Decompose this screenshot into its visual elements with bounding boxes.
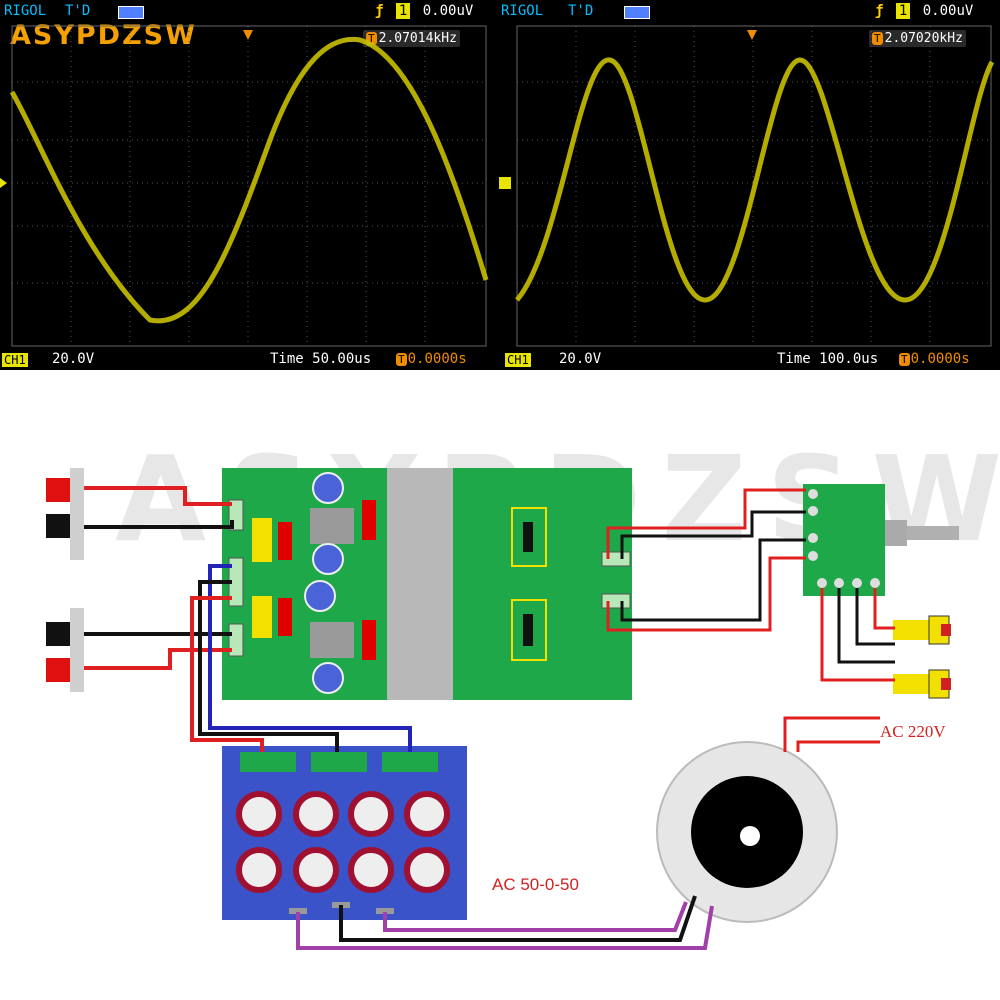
trigger-position-icon	[243, 30, 253, 40]
ch1-badge-icon: 1	[395, 3, 411, 19]
channel-badge: CH1	[2, 353, 28, 367]
trigger-icon: T	[366, 32, 377, 45]
rca-jack-top	[893, 615, 951, 645]
rigol-logo: RIGOL	[4, 3, 47, 19]
trigger-mode: T'D	[65, 3, 91, 19]
mains-wires	[783, 716, 880, 752]
rca-wires	[820, 588, 895, 682]
waveform-left	[9, 36, 489, 324]
rca-jack-bottom	[893, 669, 951, 699]
volts-per-div: 20.0V	[559, 351, 602, 367]
volts-per-div: 20.0V	[52, 351, 95, 367]
rigol-logo: RIGOL	[501, 3, 544, 19]
trigger-level: ƒ 1 0.00uV	[375, 3, 474, 19]
ch1-badge-icon: 1	[895, 3, 911, 19]
scope-graticules	[0, 25, 995, 347]
watermark: ASYPDZSW	[115, 430, 1000, 568]
graticule-right	[516, 25, 992, 347]
trigger-position-icon	[747, 30, 757, 40]
toroidal-transformer	[656, 741, 838, 923]
graticule-left	[11, 25, 487, 347]
grid-left	[12, 26, 485, 345]
trigger-mode: T'D	[568, 3, 594, 19]
power-supply-board	[222, 746, 467, 920]
scope-header: RIGOL T'D ƒ 1 0.00uV	[0, 0, 497, 24]
secondary-wires	[296, 895, 714, 950]
timebase: Time 50.00us	[270, 351, 372, 367]
mains-voltage-label: AC 220V	[880, 722, 946, 741]
battery-icon	[118, 6, 144, 19]
battery-icon	[624, 6, 650, 19]
supply-wires	[190, 564, 412, 752]
trigger-icon: T	[872, 32, 883, 45]
scope-header: RIGOL T'D ƒ 1 0.00uV	[497, 0, 1000, 24]
ch1-marker-icon	[499, 177, 511, 189]
channel-badge: CH1	[505, 353, 531, 367]
supply-voltage-label: AC 50-0-50	[492, 875, 579, 894]
speaker-terminal-top	[46, 468, 84, 560]
timebase: Time 100.0us	[777, 351, 879, 367]
ch1-marker-icon	[0, 178, 7, 188]
trigger-level: ƒ 1 0.00uV	[875, 3, 974, 19]
speaker-terminal-bottom	[46, 608, 84, 692]
waveform-right	[515, 57, 995, 303]
edge-icon: ƒ	[375, 3, 384, 19]
edge-icon: ƒ	[875, 3, 884, 19]
brand-logo: ASYPDZSW	[10, 20, 197, 51]
